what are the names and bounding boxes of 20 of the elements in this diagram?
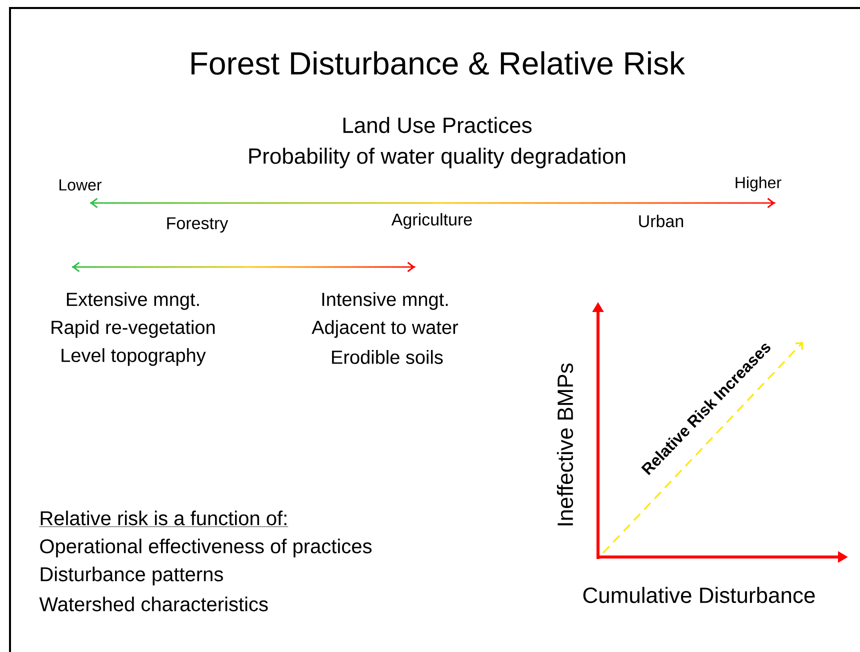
label: Agriculture (391, 213, 472, 229)
label: Higher (736, 176, 782, 192)
label: Erodible soils (332, 350, 443, 364)
subtitle: Land Use Practices (343, 116, 532, 134)
label: Operational effectiveness of practices (40, 538, 372, 558)
title: Forest Disturbance & Relative Risk (192, 51, 686, 75)
label: Adjacent to water (312, 320, 458, 338)
label: Level topography (62, 348, 206, 366)
heading: Relative risk is a function of: (39, 510, 288, 527)
label: Urban (639, 214, 684, 228)
label: Forestry (167, 217, 228, 233)
axis-label: Cumulative Disturbance (583, 586, 815, 604)
label: Disturbance patterns (40, 566, 223, 586)
label: Lower (60, 179, 102, 191)
subtitle: Probability of water quality degradation (249, 148, 626, 168)
axis-label: Ineffective BMPs (556, 363, 574, 526)
label: Intensive mngt. (322, 292, 448, 310)
label: Watershed characteristics (39, 596, 268, 612)
label: Extensive mngt. (66, 292, 199, 310)
label: Rapid re-vegetation (52, 320, 215, 338)
